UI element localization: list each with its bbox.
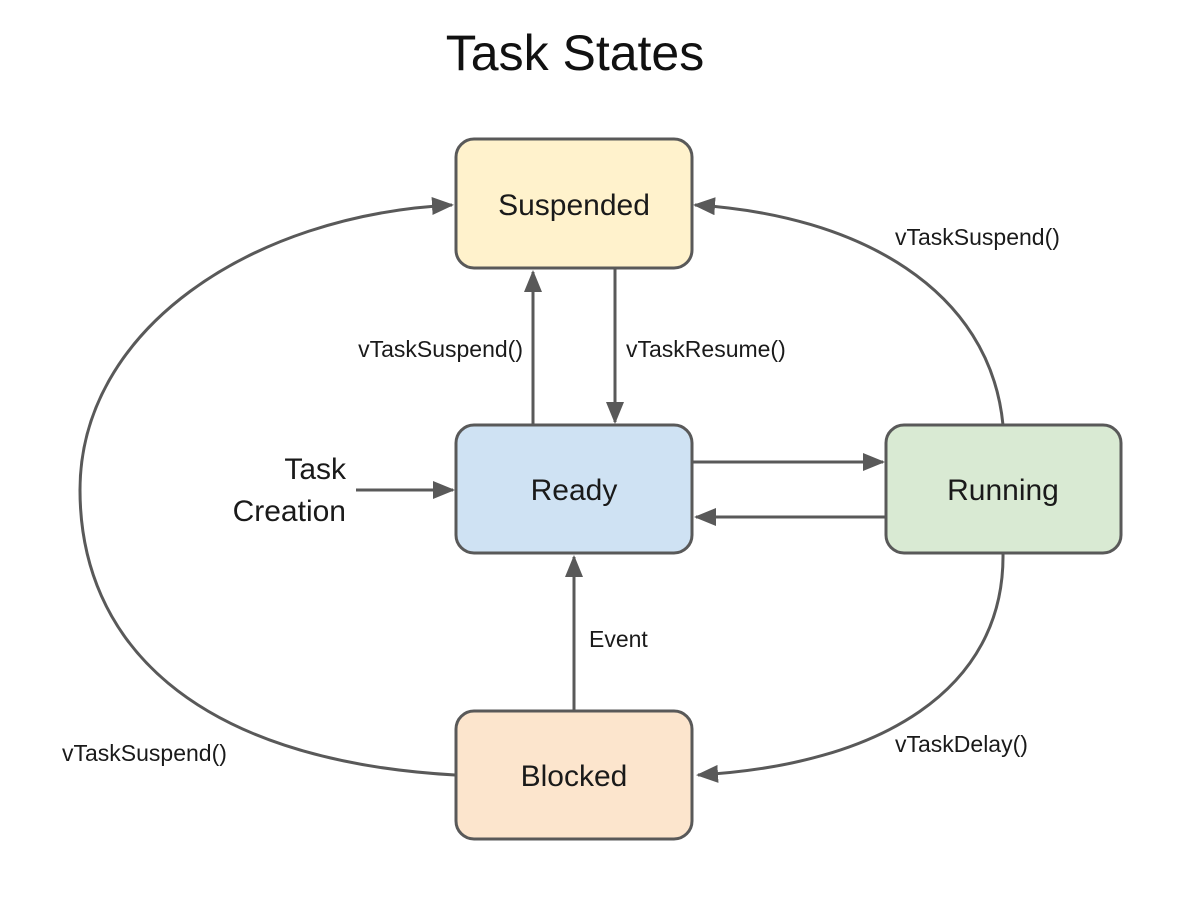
edge-label-blocked-to-ready: Event (589, 626, 648, 652)
state-ready-box (454, 423, 694, 555)
diagram-title: Task States (446, 25, 704, 81)
edge-label-running-to-suspended: vTaskSuspend() (895, 224, 1060, 250)
edge-label-ready-to-suspended: vTaskSuspend() (358, 336, 523, 362)
state-ready: Ready (454, 423, 694, 555)
edge-label-suspended-to-ready: vTaskResume() (626, 336, 786, 362)
state-blocked: Blocked (454, 709, 694, 841)
state-suspended: Suspended (454, 137, 694, 270)
state-blocked-label: Blocked (521, 760, 628, 793)
state-blocked-box (454, 709, 694, 841)
state-suspended-label: Suspended (498, 189, 650, 222)
state-running-box (884, 423, 1123, 555)
state-ready-label: Ready (531, 474, 618, 507)
edge-running-to-blocked (696, 552, 1005, 783)
task-creation-label-line1: Task (284, 453, 347, 486)
state-suspended-box (454, 137, 694, 270)
state-running: Running (884, 423, 1123, 555)
state-running-label: Running (947, 474, 1059, 507)
edge-label-blocked-to-suspended: vTaskSuspend() (62, 740, 227, 766)
task-creation-label-line2: Creation (233, 495, 346, 528)
edge-label-running-to-blocked: vTaskDelay() (895, 731, 1028, 757)
edge-blocked-to-suspended (78, 197, 456, 777)
edge-running-to-suspended (693, 197, 1005, 426)
